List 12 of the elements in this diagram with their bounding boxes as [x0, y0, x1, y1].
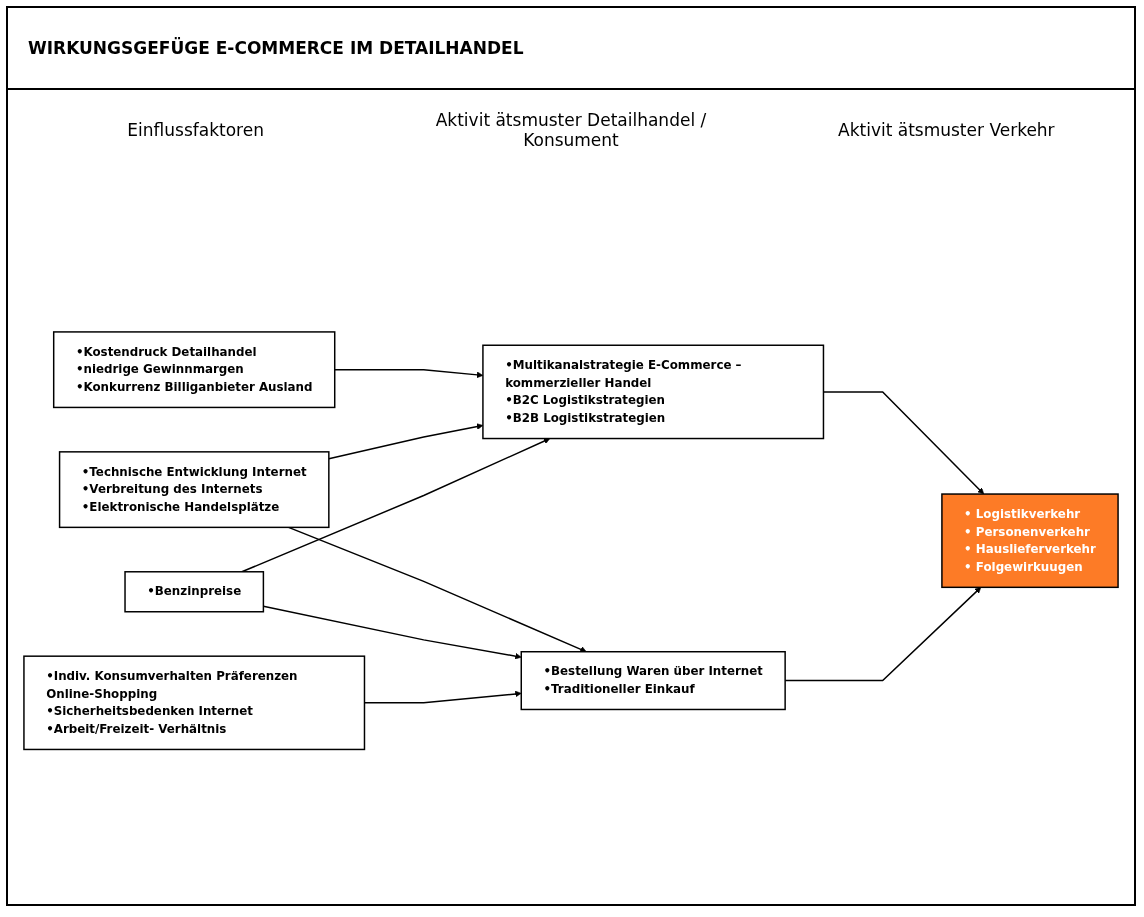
node-box: • Logistikverkehr • Personenverkehr • Hauslieferverkehr • Folgewirkuugen — [941, 493, 1119, 589]
arrow — [241, 438, 551, 573]
node-box: •Technische Entwicklung Internet •Verbreitung des Internets •Elektronische Handelsplätze — [58, 451, 330, 529]
node-box: •Multikanalstrategie E-Commerce – kommerzieller Handel •B2C Logistikstrategien •B2B Logistikstrategien — [482, 344, 825, 440]
node-box: •Benzinpreise — [124, 571, 265, 613]
diagram-title: WIRKUNGSGEFÜGE E-COMMERCE IM DETAILHANDEL — [8, 8, 1134, 90]
column-heading: Aktivit ätsmuster Detailhandel / Konsument — [435, 110, 707, 150]
column-heading: Einflussfaktoren — [127, 120, 264, 140]
node-box: •Indiv. Konsumverhalten Präferenzen Online-Shopping •Sicherheitsbedenken Internet •Arbeit/Freizeit- Verhältnis — [23, 655, 366, 751]
node-box: •Bestellung Waren über Internet •Traditioneller Einkauf — [520, 651, 786, 711]
column-heading: Aktivit ätsmuster Verkehr — [838, 120, 1055, 140]
node-box: •Kostendruck Detailhandel •niedrige Gewinnmargen •Konkurrenz Billiganbieter Ausland — [52, 331, 336, 409]
